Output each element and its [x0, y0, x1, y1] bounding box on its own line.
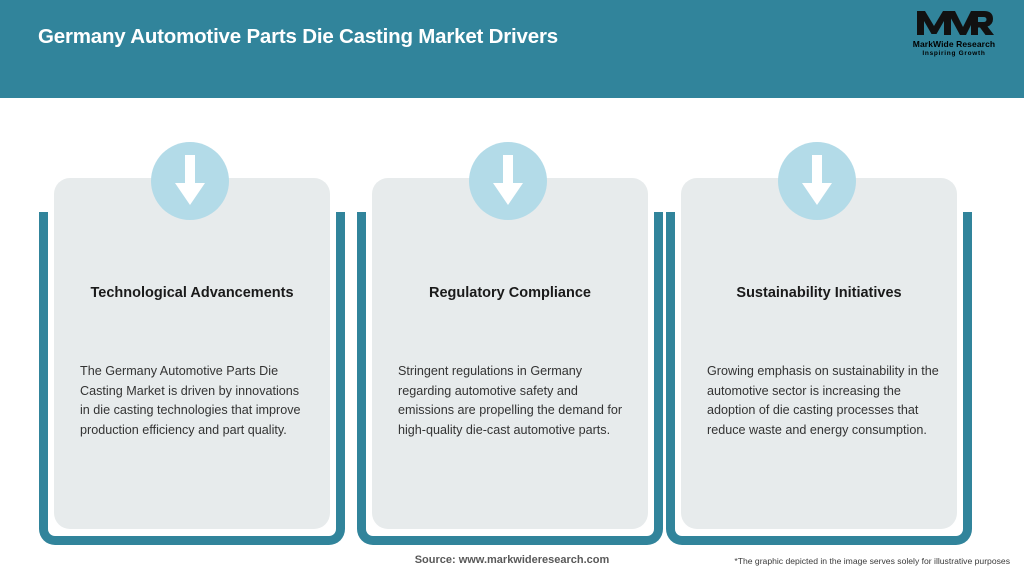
disclaimer-note: *The graphic depicted in the image serve… — [734, 556, 1010, 566]
card-title: Sustainability Initiatives — [736, 285, 902, 301]
header-bar: Germany Automotive Parts Die Casting Mar… — [0, 0, 1024, 98]
source-label: Source: www.markwideresearch.com — [414, 554, 610, 566]
arrow-down-glyph — [802, 155, 832, 205]
logo-tagline: Inspiring Growth — [922, 50, 986, 57]
page-title: Germany Automotive Parts Die Casting Mar… — [38, 25, 558, 48]
card-title: Regulatory Compliance — [429, 285, 591, 301]
card-panel: Sustainability Initiatives Growing empha… — [681, 178, 957, 529]
arrow-down-glyph — [493, 155, 523, 205]
card-accent-bracket — [666, 212, 972, 545]
card-panel: Regulatory Compliance Stringent regulati… — [372, 178, 648, 529]
card-accent-bracket — [357, 212, 663, 545]
arrow-down-icon — [778, 142, 856, 220]
arrow-down-icon — [469, 142, 547, 220]
logo-company-name: MarkWide Research — [912, 39, 996, 49]
card-accent-bracket — [39, 212, 345, 545]
company-logo: MarkWide Research Inspiring Growth — [902, 8, 1006, 64]
card-body-text: Stringent regulations in Germany regardi… — [398, 364, 623, 437]
card-title: Technological Advancements — [90, 285, 294, 301]
arrow-down-glyph — [175, 155, 205, 205]
card-body-text: Growing emphasis on sustainability in th… — [707, 364, 939, 437]
card-body-text: The Germany Automotive Parts Die Casting… — [80, 364, 301, 437]
card-panel: Technological Advancements The Germany A… — [54, 178, 330, 529]
mwr-logo-icon — [917, 11, 994, 35]
arrow-down-icon — [151, 142, 229, 220]
